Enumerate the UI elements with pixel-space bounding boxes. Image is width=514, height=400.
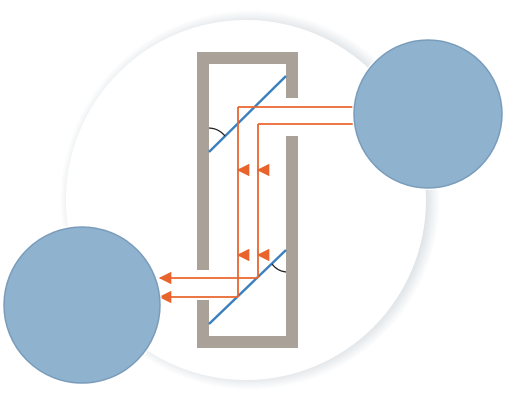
bottom-view-circle [2,225,162,385]
light-rays [158,106,356,304]
top-mirror-angle-mark [208,127,226,137]
top-mirror [208,75,287,153]
top-view-circle [352,38,504,190]
bottom-mirror [208,249,287,325]
periscope-tube [197,52,298,348]
bottom-mirror-angle-mark [271,263,287,273]
